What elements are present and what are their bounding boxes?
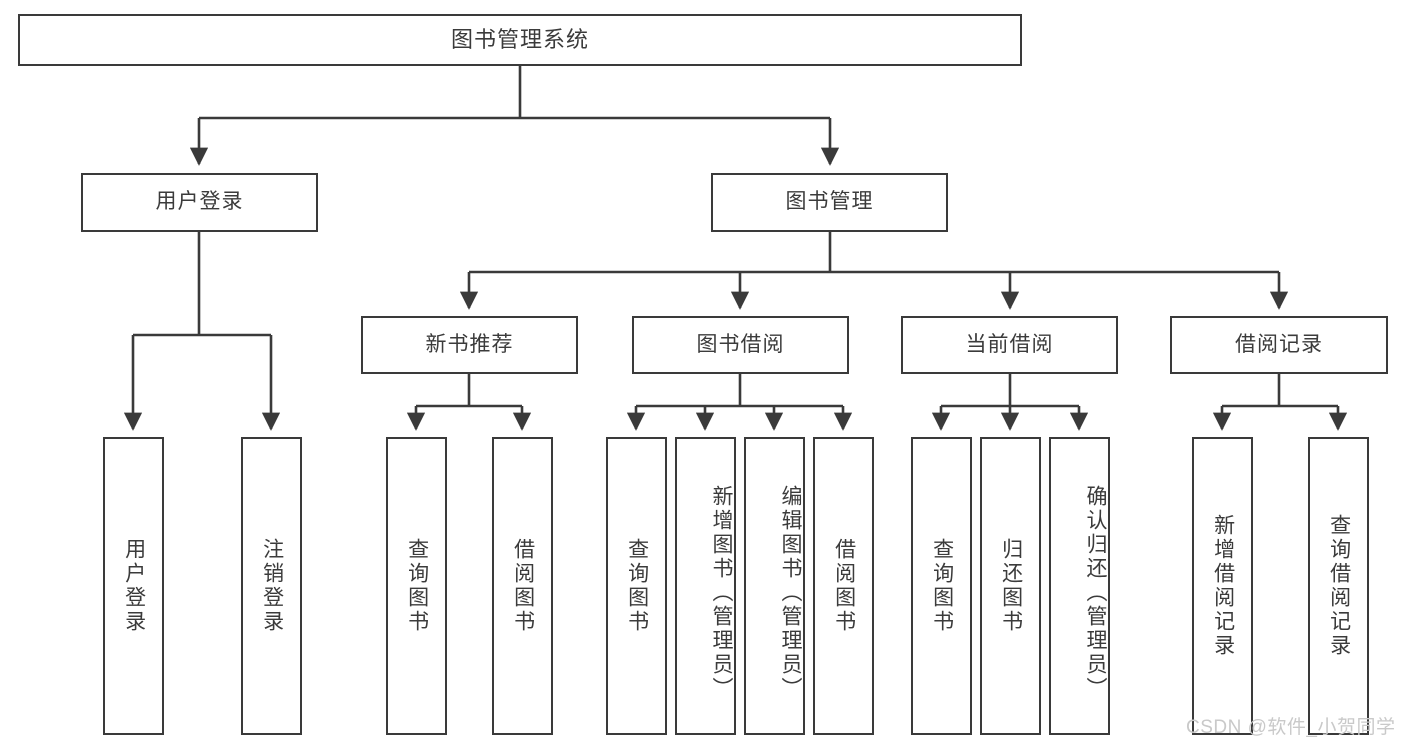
csdn-watermark: CSDN @软件_小贺同学 <box>1186 717 1396 738</box>
leaf-query-book-recommend[interactable]: 查询图书 <box>386 437 447 735</box>
leaf-borrow-book-recommend[interactable]: 借阅图书 <box>492 437 553 735</box>
leaf-query-borrow-record[interactable]: 查询借阅记录 <box>1308 437 1369 735</box>
leaf-user-login[interactable]: 用户登录 <box>103 437 164 735</box>
leaf-logout-login[interactable]: 注销登录 <box>241 437 302 735</box>
leaf-edit-book[interactable]: 编辑图书（管理员） <box>744 437 805 735</box>
leaf-add-book[interactable]: 新增图书（管理员） <box>675 437 736 735</box>
leaf-borrow-book[interactable]: 借阅图书 <box>813 437 874 735</box>
leaf-confirm-return[interactable]: 确认归还（管理员） <box>1049 437 1110 735</box>
node-new-book-recommend[interactable]: 新书推荐 <box>361 316 578 374</box>
leaf-return-book[interactable]: 归还图书 <box>980 437 1041 735</box>
node-user-login[interactable]: 用户登录 <box>81 173 318 232</box>
node-book-management[interactable]: 图书管理 <box>711 173 948 232</box>
leaf-query-book-borrow[interactable]: 查询图书 <box>606 437 667 735</box>
node-root-system[interactable]: 图书管理系统 <box>18 14 1022 66</box>
leaf-query-book-current[interactable]: 查询图书 <box>911 437 972 735</box>
node-book-borrow[interactable]: 图书借阅 <box>632 316 849 374</box>
leaf-add-borrow-record[interactable]: 新增借阅记录 <box>1192 437 1253 735</box>
node-borrow-record[interactable]: 借阅记录 <box>1170 316 1388 374</box>
node-current-borrow[interactable]: 当前借阅 <box>901 316 1118 374</box>
